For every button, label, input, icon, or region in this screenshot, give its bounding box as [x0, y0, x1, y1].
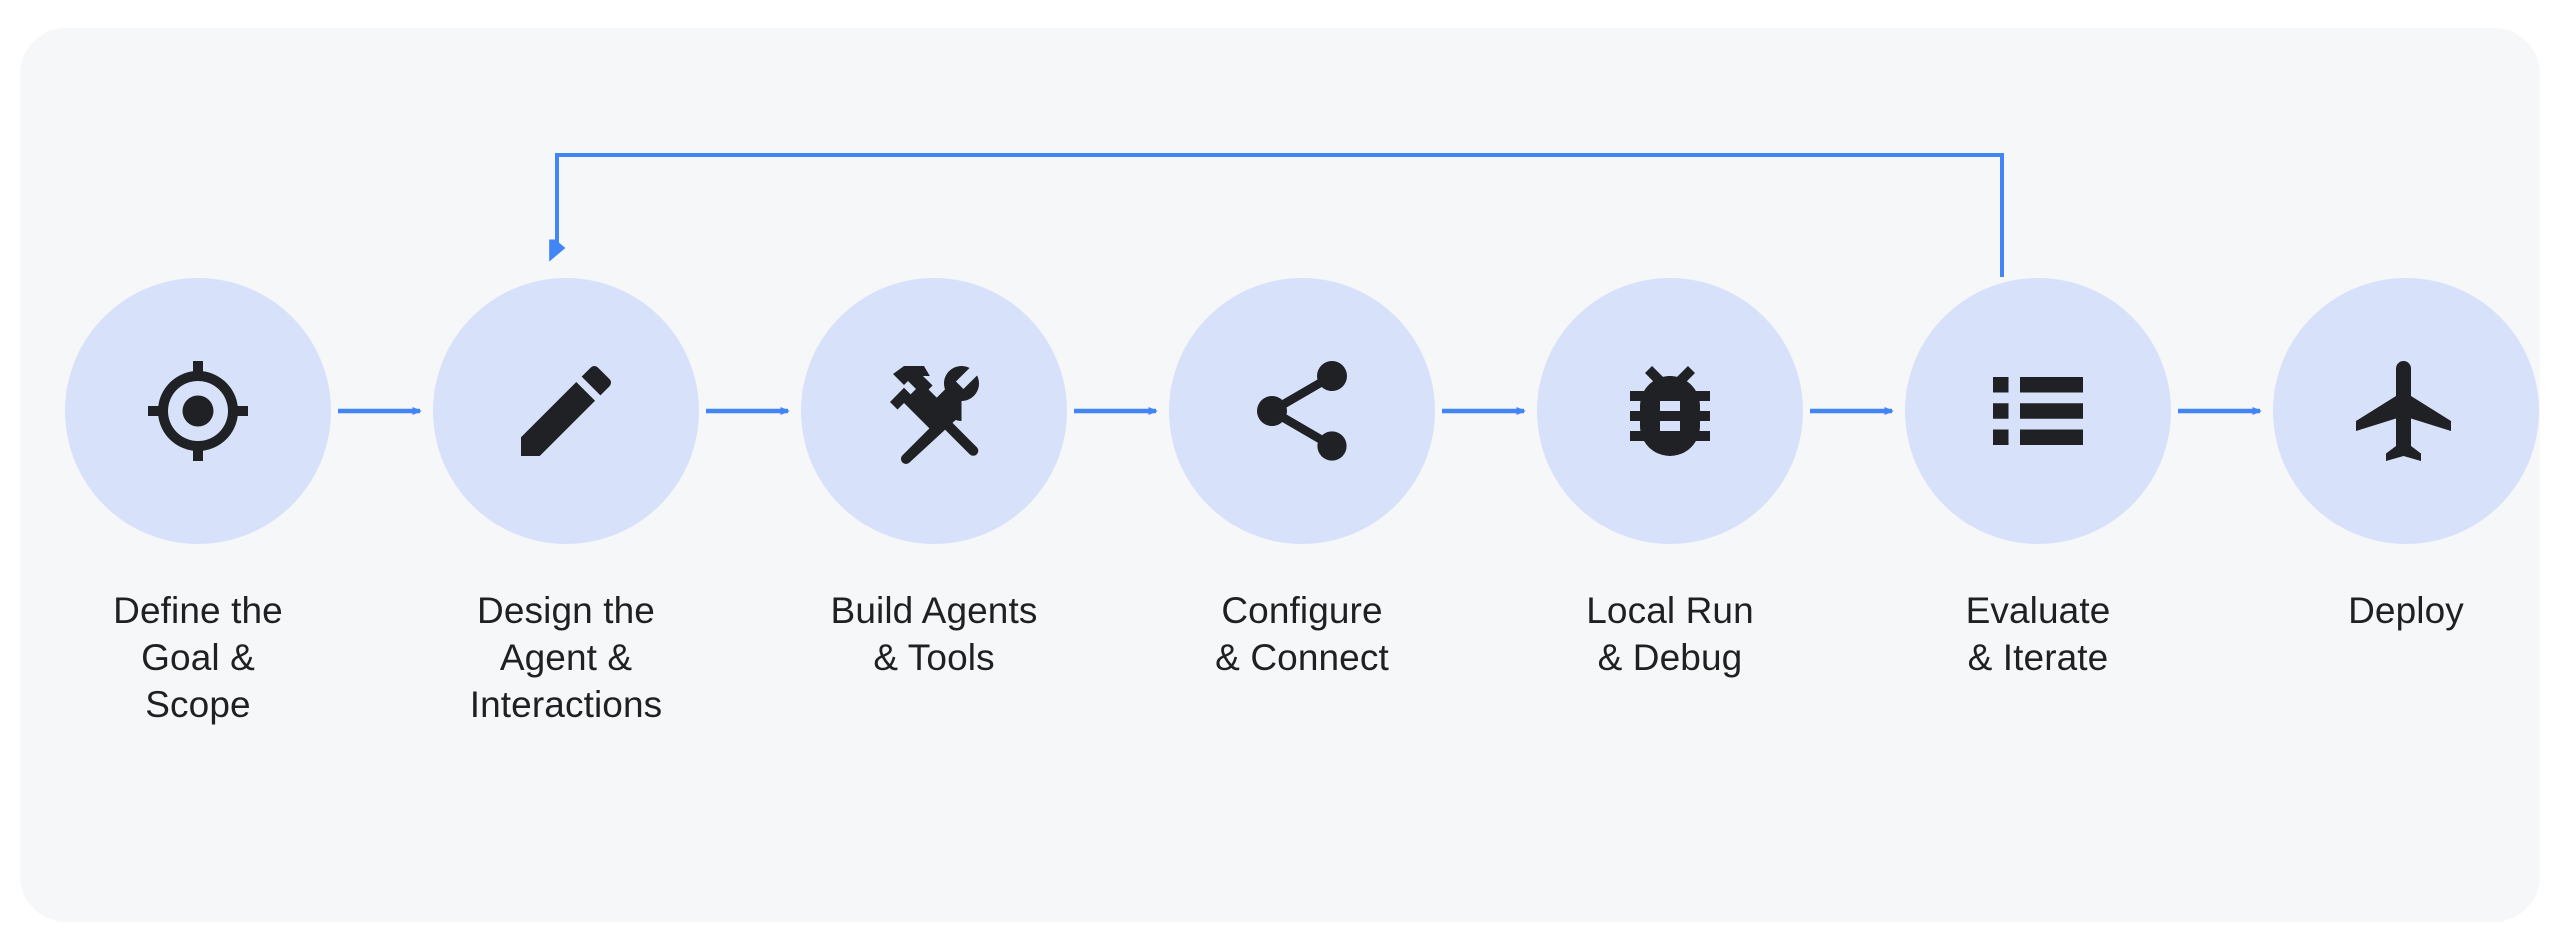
step-local-run-debug[interactable]: Local Run & Debug [1537, 278, 1803, 682]
step-deploy[interactable]: Deploy [2273, 278, 2539, 635]
step-label: Deploy [2348, 590, 2464, 631]
step-label: Design the Agent & Interactions [469, 590, 663, 725]
step-define-goal-scope[interactable]: Define the Goal & Scope [65, 278, 331, 729]
step-circle[interactable] [1537, 278, 1803, 544]
step-design-agent-interactions[interactable]: Design the Agent & Interactions [433, 278, 699, 729]
hammer-wrench-tools-icon [874, 351, 994, 471]
step-circle[interactable] [65, 278, 331, 544]
step-evaluate-iterate[interactable]: Evaluate & Iterate [1905, 278, 2171, 682]
bulleted-list-icon [1978, 351, 2098, 471]
step-label: Build Agents & Tools [830, 590, 1038, 678]
step-circle[interactable] [433, 278, 699, 544]
share-network-icon [1242, 351, 1362, 471]
step-circle[interactable] [801, 278, 1067, 544]
pencil-edit-icon [506, 351, 626, 471]
step-configure-connect[interactable]: Configure & Connect [1169, 278, 1435, 682]
step-label: Define the Goal & Scope [113, 590, 283, 725]
bug-icon [1610, 351, 1730, 471]
step-circle[interactable] [1905, 278, 2171, 544]
step-circle[interactable] [2273, 278, 2539, 544]
step-build-agents-tools[interactable]: Build Agents & Tools [801, 278, 1067, 682]
airplane-icon [2346, 351, 2466, 471]
step-label: Configure & Connect [1215, 590, 1389, 678]
step-label: Local Run & Debug [1586, 590, 1754, 678]
step-circle[interactable] [1169, 278, 1435, 544]
target-crosshair-icon [138, 351, 258, 471]
step-label: Evaluate & Iterate [1965, 590, 2111, 678]
